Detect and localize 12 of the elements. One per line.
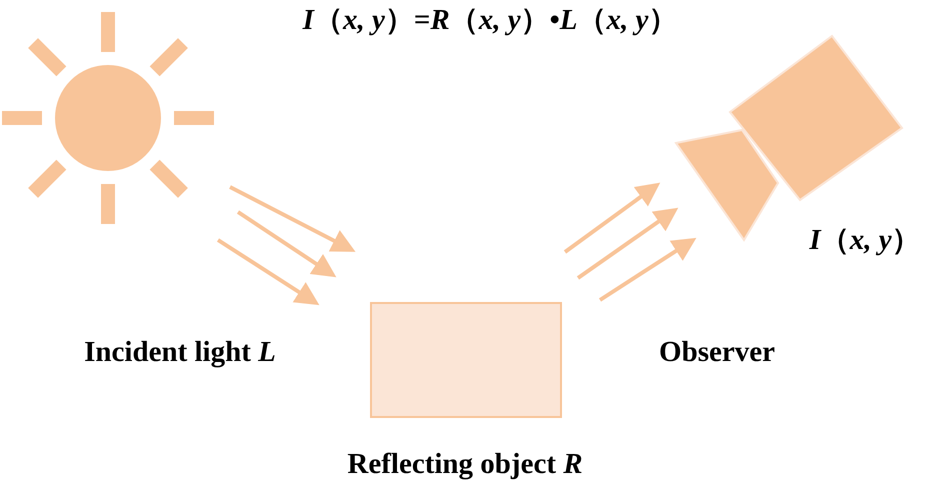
light-arrow [576, 208, 678, 280]
caption-text: Reflecting object R [347, 448, 583, 481]
caption-text: I（x, y） [809, 223, 921, 258]
light-arrow [564, 182, 660, 254]
light-arrow [598, 238, 696, 302]
caption-text: Incident light L [84, 336, 276, 369]
object-box [370, 302, 562, 418]
caption-text: Observer [659, 336, 775, 369]
light-arrow [236, 210, 336, 278]
light-arrow [229, 185, 356, 252]
light-arrow [216, 238, 320, 306]
formula-title: I（x, y）=R（x, y）•L（x, y） [302, 3, 678, 38]
